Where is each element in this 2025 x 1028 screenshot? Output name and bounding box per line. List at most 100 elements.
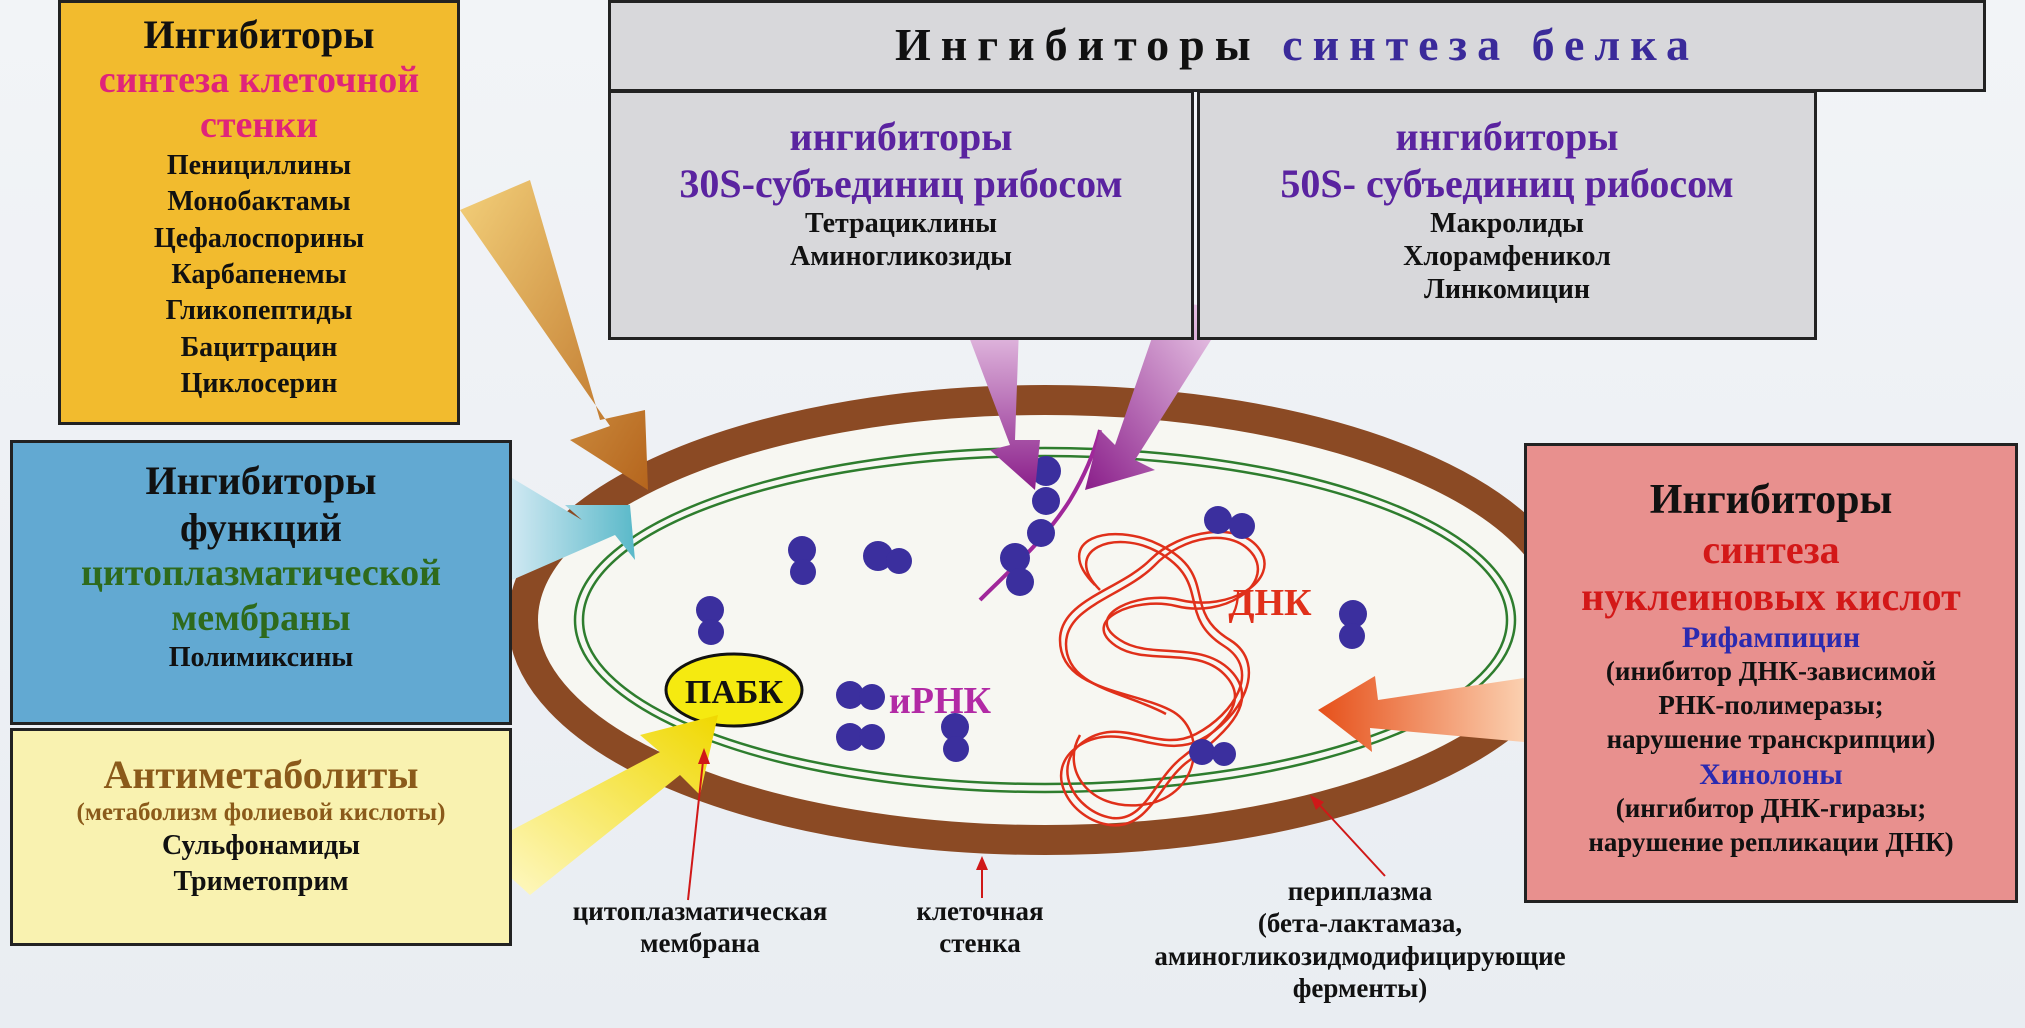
- dna-strand: [1058, 530, 1266, 827]
- membrane-pointer: [687, 751, 705, 901]
- membrane-drug: Полимиксины: [168, 642, 354, 674]
- cell-wall-title-line3: стенки: [199, 104, 319, 147]
- cell-wall-label-line2: стенка: [939, 928, 1021, 959]
- protein-synthesis-title: Ингибиторы синтеза белка: [608, 0, 1986, 92]
- dna-arrow: [1318, 676, 1524, 752]
- nucleic-title-line3: нуклеиновых кислот: [1581, 573, 1961, 619]
- protein-title-part2: синтеза белка: [1282, 19, 1700, 70]
- ribosome-small: [1212, 742, 1236, 766]
- cytoplasmic-membrane-label: цитоплазматическая мембрана: [530, 895, 870, 960]
- ribosome-50s-drug: Линкомицин: [1424, 274, 1590, 306]
- membrane-inhibitors-box: Ингибиторы функций цитоплазматической ме…: [10, 440, 512, 725]
- cell-wall-arrow: [460, 180, 648, 490]
- periplasm-label-line4: ферменты): [1292, 973, 1428, 1004]
- antimetabolites-box: Антиметаболиты (метаболизм фолиевой кисл…: [10, 728, 512, 946]
- ribosome-big: [696, 596, 724, 624]
- ribosome-30s-title-line1: ингибиторы: [789, 114, 1013, 159]
- ribosomes: [696, 456, 1367, 766]
- ribosome-small: [859, 724, 885, 750]
- wall-pointer-head: [976, 856, 988, 870]
- nucleic-title-line2: синтеза: [1702, 526, 1840, 572]
- ribosome-small: [790, 559, 816, 585]
- cytoplasmic-membrane-outer: [573, 446, 1517, 794]
- mrna-label: иРНК: [889, 680, 992, 722]
- ribosome-small: [1229, 513, 1255, 539]
- ribosome-big: [788, 536, 816, 564]
- ribosome-50s-title-line2: 50S- субъединиц рибосом: [1280, 161, 1734, 207]
- cell-wall-label-line1: клеточная: [916, 896, 1044, 926]
- membrane-title-line4: мембраны: [171, 597, 351, 640]
- cytoplasmic-membrane-label-line2: мембрана: [640, 928, 760, 959]
- ribosome-small: [943, 736, 969, 762]
- cell-wall-drug: Карбапенемы: [171, 259, 347, 291]
- membrane-arrow: [512, 478, 635, 580]
- antimetabolite-drug: Сульфонамиды: [161, 829, 361, 861]
- periplasm-label-line1: периплазма: [1287, 876, 1433, 906]
- cell-wall-title-line1: Ингибиторы: [143, 12, 375, 57]
- mrna-strand: [978, 429, 1102, 602]
- quinolones-note: (ингибитор ДНК-гиразы;: [1615, 792, 1927, 823]
- ribosome-big: [1031, 456, 1061, 486]
- nucleic-acid-inhibitors-box: Ингибиторы синтеза нуклеиновых кислот Ри…: [1524, 443, 2018, 903]
- cytoplasmic-membrane-label-line1: цитоплазматическая: [572, 896, 828, 926]
- ribosome-big: [863, 541, 893, 571]
- ribosome-30s-title-line2: 30S-субъединиц рибосом: [679, 161, 1123, 207]
- ribosome-big: [941, 713, 969, 741]
- quinolones-label: Хинолоны: [1699, 757, 1843, 791]
- antimetabolite-drug: Триметоприм: [173, 866, 349, 898]
- ribosome-big: [1204, 506, 1232, 534]
- quinolones-note: нарушение репликации ДНК): [1588, 826, 1954, 857]
- ribosome-big: [1339, 600, 1367, 628]
- cell-wall-inhibitors-box: Ингибиторы синтеза клеточной стенки Пени…: [58, 0, 460, 425]
- ribosome-small: [1339, 623, 1365, 649]
- periplasm-label-line3: аминогликозидмодифицирующие: [1154, 940, 1566, 971]
- rifampicin-label: Рифампицин: [1681, 620, 1861, 654]
- ribosome-30s-inhibitors-box: ингибиторы 30S-субъединиц рибосом Тетрац…: [608, 90, 1194, 340]
- pabk-label: ПАБК: [685, 674, 783, 711]
- ribosome-50s-drug: Макролиды: [1430, 208, 1584, 240]
- pabk-ellipse: [664, 652, 804, 728]
- membrane-title-line1: Ингибиторы: [145, 458, 377, 503]
- ribosome-big: [836, 723, 864, 751]
- antimetabolites-title: Антиметаболиты: [103, 752, 419, 797]
- cell-wall-drug: Пенициллины: [166, 149, 352, 181]
- periplasm-pointer: [1314, 799, 1386, 877]
- ribosome-big: [836, 681, 864, 709]
- ribosome-small: [1032, 487, 1060, 515]
- membrane-pointer-head: [698, 748, 710, 764]
- rifampicin-note: РНК-полимеразы;: [1658, 690, 1884, 721]
- ribosome-small: [886, 548, 912, 574]
- cell-wall-drug: Циклосерин: [180, 368, 338, 400]
- cell-wall-label: клеточная стенка: [880, 895, 1080, 960]
- ribosome-small: [1000, 543, 1030, 573]
- rifampicin-note: нарушение транскрипции): [1606, 723, 1936, 754]
- ribosome-30s-drug: Тетрациклины: [805, 208, 997, 240]
- ribosome-50s-inhibitors-box: ингибиторы 50S- субъединиц рибосом Макро…: [1197, 90, 1817, 340]
- cytoplasmic-membrane-inner: [581, 454, 1509, 786]
- ribosome-big: [1189, 739, 1215, 765]
- arrows: [460, 180, 1524, 901]
- protein-title-part1: Ингибиторы: [894, 19, 1261, 70]
- ribosome-small: [698, 619, 724, 645]
- ribosome-50s-drug: Хлорамфеникол: [1403, 241, 1611, 273]
- cell-wall-drug: Цефалоспорины: [153, 222, 365, 254]
- antimetabolites-subtitle: (метаболизм фолиевой кислоты): [76, 799, 446, 827]
- dna-label: ДНК: [1228, 582, 1312, 624]
- ribosome-30s-arrow: [955, 300, 1040, 490]
- ribosome-small: [859, 684, 885, 710]
- periplasm-label: периплазма (бета-лактамаза, аминогликози…: [1100, 875, 1620, 1005]
- pabk-arrow: [478, 715, 718, 895]
- membrane-title-line2: функций: [180, 505, 342, 551]
- ribosome-30s-drug: Аминогликозиды: [790, 241, 1012, 273]
- periplasm-pointer-head: [1310, 795, 1324, 810]
- cell-wall-drug: Монобактамы: [167, 186, 351, 218]
- periplasm-label-line2: (бета-лактамаза,: [1257, 908, 1463, 939]
- cell-wall-drug: Гликопептиды: [165, 295, 353, 327]
- ribosome-big: [1027, 519, 1055, 547]
- ribosome-50s-title-line1: ингибиторы: [1395, 114, 1619, 159]
- rifampicin-note: (инибитор ДНК-зависимой: [1605, 656, 1937, 687]
- ribosome-50s-arrow: [1085, 300, 1230, 490]
- ribosome-big: [1006, 568, 1034, 596]
- cell-wall-drug: Бацитрацин: [180, 331, 338, 363]
- membrane-title-line3: цитоплазматической: [80, 552, 442, 595]
